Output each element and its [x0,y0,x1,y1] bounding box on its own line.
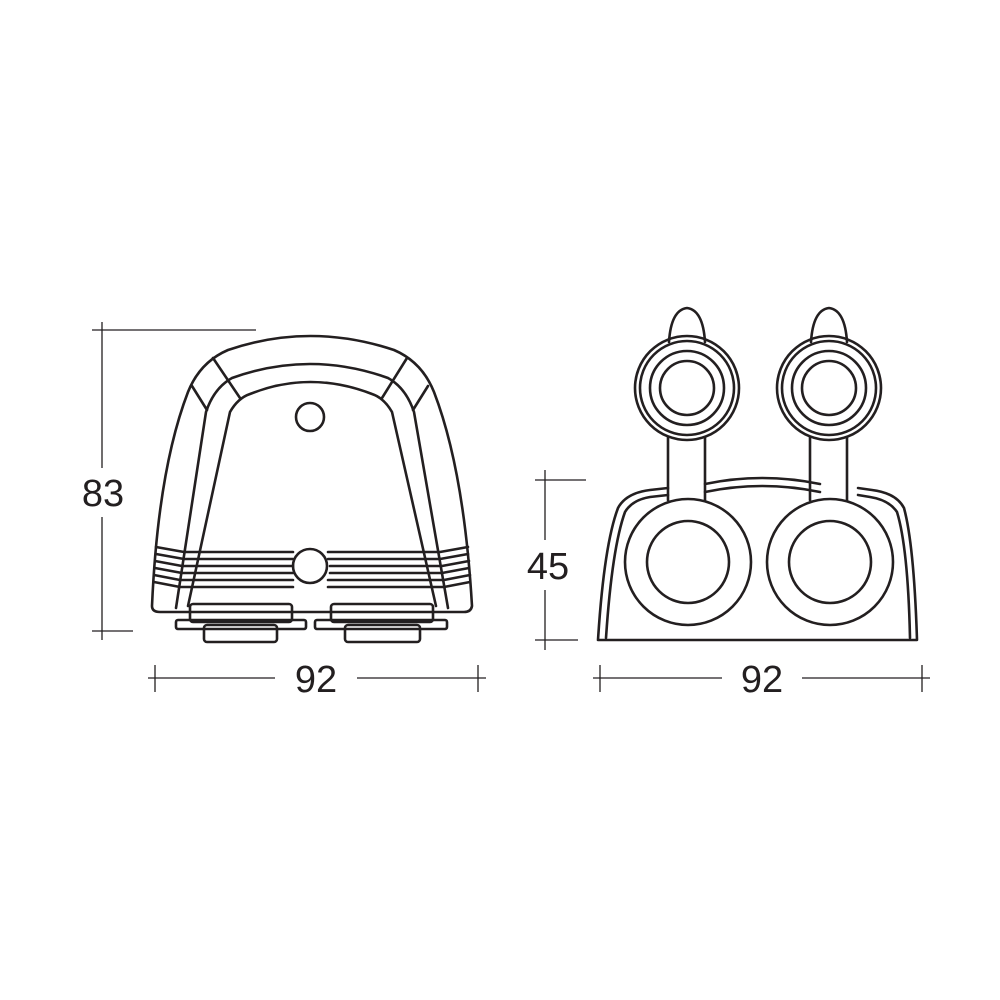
front-view [150,334,474,644]
socket-right [765,497,895,627]
dimension-side-height: 45 [527,470,586,650]
front-inner-band [174,362,450,610]
connector-left [174,602,308,644]
dimension-label: 83 [82,473,124,515]
side-view [596,306,919,642]
center-screw [291,547,329,585]
cap-right [775,306,883,502]
dimension-label: 45 [527,546,569,588]
segment-line [190,384,209,412]
dimension-side-width: 92 [593,659,930,701]
socket-left [623,497,753,627]
top-hole [294,401,326,433]
segment-line [211,356,242,400]
dimension-front-height: 83 [82,322,256,640]
front-panel [186,380,438,608]
dimension-label: 92 [741,659,783,701]
side-body-inner [604,484,912,640]
front-outer-shell [150,334,474,614]
cap-left [633,306,741,502]
segment-line [380,356,409,400]
dimension-label: 92 [295,659,337,701]
segment-line [411,384,430,412]
ribs [152,545,472,589]
connector-right [313,602,449,644]
dimension-front-width: 92 [148,659,486,701]
side-body [596,476,919,642]
